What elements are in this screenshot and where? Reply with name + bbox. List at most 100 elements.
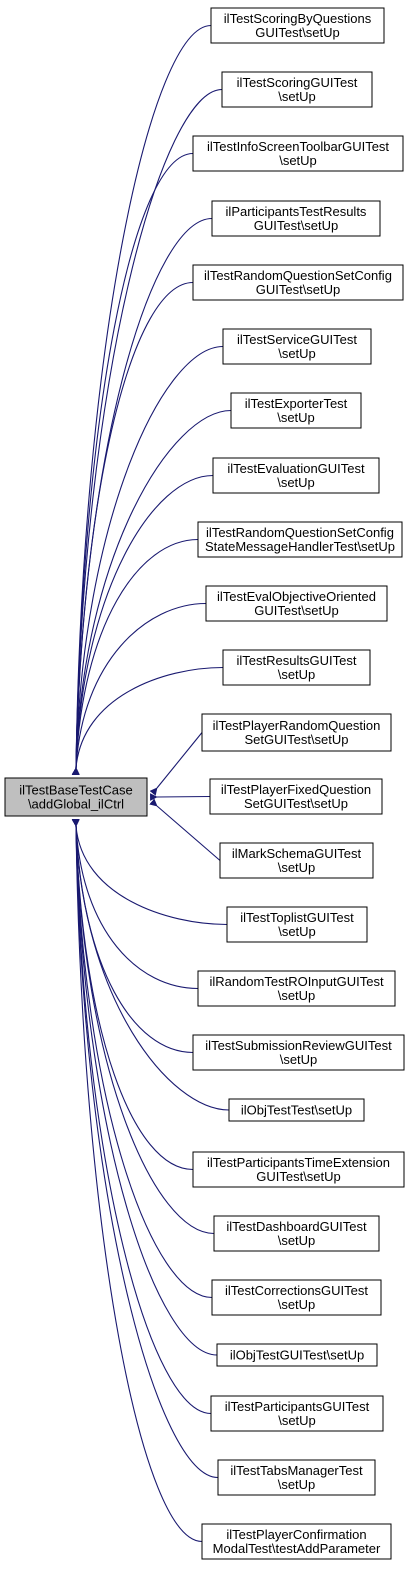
class-node-8[interactable]: ilTestEvaluationGUITest\setUp (212, 457, 380, 494)
edge-14 (149, 798, 221, 861)
class-node-7-label-line-2: \setUp (277, 410, 315, 425)
class-node-19-label-line-1: ilTestParticipantsTimeExtension (207, 1155, 390, 1170)
edge-18 (71, 818, 230, 1111)
class-node-4-label-line-1: ilParticipantsTestResults (226, 204, 367, 219)
class-node-box (213, 1215, 380, 1252)
class-node-24[interactable]: ilTestTabsManagerTest\setUp (217, 1459, 376, 1496)
class-node-24-label-line-2: \setUp (278, 1477, 316, 1492)
class-node-22[interactable]: ilObjTestGUITest\setUp (216, 1343, 378, 1367)
class-node-12-label-line-2: SetGUITest\setUp (244, 732, 348, 747)
edge-2 (72, 88, 223, 775)
class-node-box (201, 713, 392, 752)
class-node-box (201, 1523, 392, 1560)
class-node-5-label-line-1: ilTestRandomQuestionSetConfig (204, 268, 392, 283)
class-node-23-label-line-2: \setUp (278, 1413, 316, 1428)
edge-3 (72, 152, 194, 775)
class-node-13-label-line-2: SetGUITest\setUp (244, 796, 348, 811)
class-node-22-label-line-1: ilObjTestGUITest\setUp (230, 1348, 364, 1363)
edge-19 (71, 818, 194, 1171)
edge-17 (71, 818, 194, 1054)
class-node-11-label-line-2: \setUp (278, 667, 316, 682)
root-node-box (4, 777, 148, 817)
class-node-6-label-line-2: \setUp (278, 346, 316, 361)
edge-7 (71, 409, 232, 776)
edge-16 (71, 818, 199, 990)
class-node-12[interactable]: ilTestPlayerRandomQuestionSetGUITest\set… (201, 713, 392, 752)
class-node-1-label-line-2: GUITest\setUp (255, 25, 340, 40)
edge-10 (71, 602, 207, 776)
class-node-8-label-line-1: ilTestEvaluationGUITest (227, 461, 365, 476)
class-node-5-label-line-2: GUITest\setUp (256, 282, 341, 297)
class-node-18[interactable]: ilObjTestTest\setUp (228, 1098, 365, 1122)
class-node-12-label-line-1: ilTestPlayerRandomQuestion (213, 718, 381, 733)
class-node-3-label-line-2: \setUp (279, 153, 317, 168)
edge-23 (72, 819, 212, 1415)
class-node-box (211, 1279, 382, 1316)
class-node-19-label-line-2: GUITest\setUp (256, 1169, 341, 1184)
class-node-13[interactable]: ilTestPlayerFixedQuestionSetGUITest\setU… (209, 778, 383, 815)
edge-12 (149, 732, 203, 796)
class-node-box (211, 200, 381, 237)
root-node-label-line-1: ilTestBaseTestCase (19, 783, 132, 798)
class-node-16[interactable]: ilRandomTestROInputGUITest\setUp (197, 970, 396, 1007)
class-node-25-label-line-2: ModalTest\testAddParameter (213, 1541, 381, 1556)
nodes: ilTestScoringByQuestionsGUITest\setUpilT… (192, 7, 405, 1560)
class-node-15-label-line-1: ilTestToplistGUITest (240, 910, 354, 925)
class-node-box (219, 842, 374, 879)
edge-8 (71, 474, 214, 776)
class-node-16-label-line-1: ilRandomTestROInputGUITest (209, 974, 384, 989)
class-node-3[interactable]: ilTestInfoScreenToolbarGUITest\setUp (192, 135, 404, 172)
edge-5 (72, 281, 194, 776)
class-node-2[interactable]: ilTestScoringGUITest\setUp (221, 71, 373, 108)
class-node-6[interactable]: ilTestServiceGUITest\setUp (222, 328, 372, 365)
edge-15 (71, 818, 228, 926)
class-node-2-label-line-2: \setUp (278, 89, 316, 104)
class-node-23[interactable]: ilTestParticipantsGUITest\setUp (210, 1395, 384, 1432)
class-node-box (217, 1459, 376, 1496)
class-node-5[interactable]: ilTestRandomQuestionSetConfigGUITest\set… (192, 264, 404, 301)
class-node-box (205, 585, 388, 622)
class-node-24-label-line-1: ilTestTabsManagerTest (230, 1463, 363, 1478)
root-node-label-line-2: \addGlobal_ilCtrl (28, 797, 124, 812)
class-node-25[interactable]: ilTestPlayerConfirmationModalTest\testAd… (201, 1523, 392, 1560)
class-node-4-label-line-2: GUITest\setUp (254, 218, 339, 233)
edge-24 (72, 819, 219, 1479)
class-node-box (216, 1343, 378, 1367)
class-node-box (197, 970, 396, 1007)
class-node-1-label-line-1: ilTestScoringByQuestions (224, 11, 372, 26)
class-node-17-label-line-2: \setUp (280, 1052, 318, 1067)
class-node-box (210, 1395, 384, 1432)
edge-9 (71, 538, 199, 776)
class-node-15[interactable]: ilTestToplistGUITest\setUp (226, 906, 368, 943)
class-node-14-label-line-1: ilMarkSchemaGUITest (232, 846, 362, 861)
class-node-21[interactable]: ilTestCorrectionsGUITest\setUp (211, 1279, 382, 1316)
class-node-20-label-line-2: \setUp (278, 1233, 316, 1248)
class-node-8-label-line-2: \setUp (277, 475, 315, 490)
class-node-7[interactable]: ilTestExporterTest\setUp (230, 392, 362, 429)
class-node-20[interactable]: ilTestDashboardGUITest\setUp (213, 1215, 380, 1252)
class-node-box (192, 1151, 405, 1188)
class-node-box (230, 392, 362, 429)
class-node-17[interactable]: ilTestSubmissionReviewGUITest\setUp (192, 1034, 405, 1071)
class-node-19[interactable]: ilTestParticipantsTimeExtensionGUITest\s… (192, 1151, 405, 1188)
class-node-box (209, 778, 383, 815)
class-node-box (222, 649, 371, 686)
root-node[interactable]: ilTestBaseTestCase\addGlobal_ilCtrl (4, 777, 148, 817)
class-node-18-label-line-1: ilObjTestTest\setUp (241, 1103, 352, 1118)
class-node-10-label-line-2: GUITest\setUp (254, 603, 339, 618)
class-node-11[interactable]: ilTestResultsGUITest\setUp (222, 649, 371, 686)
class-node-20-label-line-1: ilTestDashboardGUITest (226, 1219, 367, 1234)
class-node-box (221, 71, 373, 108)
class-node-3-label-line-1: ilTestInfoScreenToolbarGUITest (207, 139, 389, 154)
class-node-box (210, 7, 385, 44)
edge-13 (150, 793, 211, 801)
class-node-21-label-line-2: \setUp (278, 1297, 316, 1312)
class-node-9[interactable]: ilTestRandomQuestionSetConfigStateMessag… (197, 521, 403, 558)
class-node-10-label-line-1: ilTestEvalObjectiveOriented (217, 589, 376, 604)
edge-4 (72, 217, 213, 776)
class-node-box (222, 328, 372, 365)
class-node-14[interactable]: ilMarkSchemaGUITest\setUp (219, 842, 374, 879)
